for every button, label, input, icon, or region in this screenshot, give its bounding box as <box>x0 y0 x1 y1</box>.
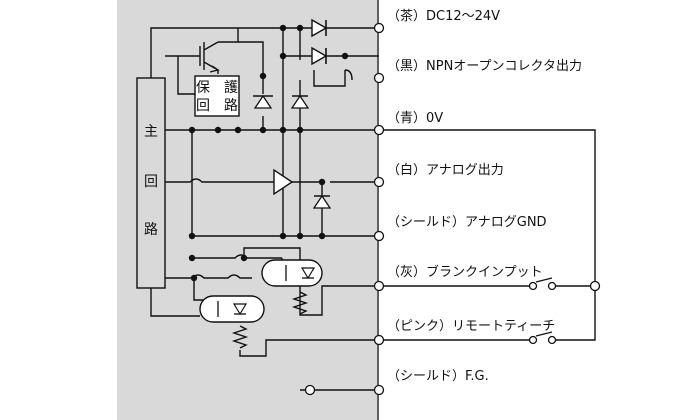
protection-circuit-line-1: 保 護 <box>196 80 238 96</box>
terminal-label-pink: （ピンク）リモートティーチ <box>387 319 555 334</box>
terminal-circles <box>304 22 385 396</box>
remote-teach-switch <box>528 331 557 345</box>
terminal-label-black: （黒）NPNオープンコレクタ出力 <box>387 59 582 74</box>
external-junction <box>589 280 601 292</box>
terminal-label-blue: （青）0V <box>387 111 443 126</box>
photocoupler-remote-teach <box>199 295 265 323</box>
zener-diode-output <box>290 94 310 109</box>
blank-input-switch <box>528 277 557 291</box>
terminal-labels: （茶）DC12～24V （黒）NPNオープンコレクタ出力 （青）0V （白）アナ… <box>387 8 582 384</box>
terminal-label-shield-analog: （シールド）アナログGND <box>387 215 547 230</box>
resistor-remote-teach <box>231 325 249 349</box>
terminal-label-gray: （灰）ブランクインプット <box>387 264 543 280</box>
photocoupler-blank-input <box>261 259 323 287</box>
npn-output-diode <box>311 46 328 66</box>
opamp-buffer <box>273 168 294 196</box>
terminal-label-white: （白）アナログ出力 <box>387 162 504 178</box>
main-circuit-char-1: 主 <box>144 124 158 140</box>
main-circuit-block: 主 回 路 <box>136 77 166 289</box>
protection-circuit-line-2: 回 路 <box>196 98 238 114</box>
terminal-label-shield-fg: （シールド）F.G. <box>387 369 489 384</box>
zener-diode-protection <box>253 94 273 109</box>
main-circuit-char-2: 回 <box>144 174 158 190</box>
junction-dots <box>188 24 349 282</box>
zener-diode-analog <box>312 194 332 209</box>
dc-line-diode <box>311 18 328 38</box>
main-circuit-char-3: 路 <box>144 222 158 238</box>
protection-circuit-block: 保 護 回 路 <box>194 75 240 117</box>
resistor-blank-input <box>291 291 309 315</box>
terminal-label-brown: （茶）DC12～24V <box>387 8 500 24</box>
